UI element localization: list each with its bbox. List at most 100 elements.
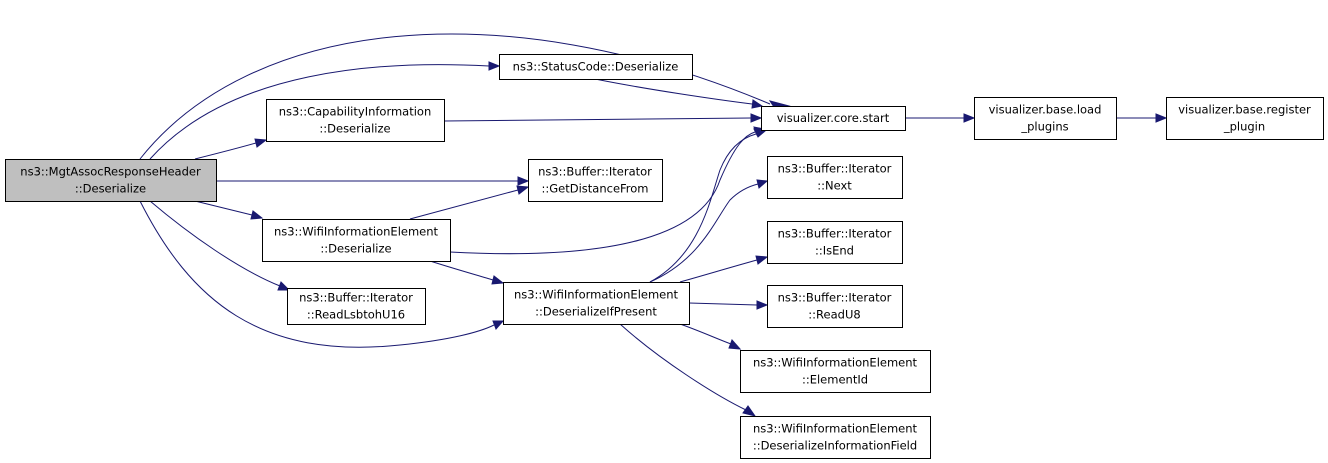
edge-ifpresent-to-deserinfo [619,323,757,417]
node-box[interactable] [974,97,1117,140]
node-label: ns3::Buffer::Iterator [778,162,892,176]
node-label: _plugins [1020,120,1068,134]
node-label: ns3::StatusCode::Deserialize [513,60,679,74]
edge-line [149,200,281,287]
node-regplugin[interactable]: visualizer.base.register_plugin [1166,97,1324,140]
node-wifideser[interactable]: ns3::WifiInformationElement::Deserialize [262,219,451,262]
edge-root-to-readlsb [149,200,291,291]
node-vcstart[interactable]: visualizer.core.start [761,106,906,131]
edge-wifideser-to-getdist [409,185,530,220]
edge-ifpresent-to-next [649,179,769,283]
node-loadplugins[interactable]: visualizer.base.load _plugins [974,97,1117,140]
edge-line [149,64,490,160]
node-label: ns3::WifiInformationElement [753,422,918,436]
node-label: ::ReadLsbtohU16 [307,308,405,322]
edge-arrowhead [756,300,769,310]
edge-line [594,78,753,105]
node-label: ::GetDistanceFrom [541,182,648,196]
node-isend[interactable]: ns3::Buffer::Iterator::IsEnd [767,221,903,264]
edge-root-to-getdist [216,176,530,186]
node-label: ::Deserialize [320,242,391,256]
node-root[interactable]: ns3::MgtAssocResponseHeader::Deserialize [5,159,217,202]
nodes-layer: ns3::MgtAssocResponseHeader::Deserialize… [5,54,1324,459]
edge-arrowhead [254,138,268,148]
node-capinfo[interactable]: ns3::CapabilityInformation::Deserialize [266,99,445,142]
node-label: visualizer.base.register [1178,103,1311,117]
node-label: visualizer.base.load [989,103,1102,117]
node-ifpresent[interactable]: ns3::WifiInformationElement::Deserialize… [503,282,690,325]
node-label: ::IsEnd [815,244,854,258]
edge-root-to-wifideser [194,200,264,220]
node-getdist[interactable]: ns3::Buffer::Iterator::GetDistanceFrom [528,159,663,202]
edge-ifpresent-to-readu8 [688,300,769,310]
edge-arrowhead [492,320,505,330]
node-label: ns3::Buffer::Iterator [778,291,892,305]
edge-ifpresent-to-vcstart [649,128,767,283]
node-deserinfo[interactable]: ns3::WifiInformationElement::Deserialize… [740,416,931,459]
edge-line [409,189,519,220]
node-box[interactable] [287,288,426,325]
node-box[interactable] [528,159,663,202]
node-label: ::Next [817,179,852,193]
node-status[interactable]: ns3::StatusCode::Deserialize [499,54,693,80]
node-box[interactable] [503,282,690,325]
node-box[interactable] [767,285,903,328]
edge-line [649,183,759,283]
node-label: ns3::Buffer::Iterator [778,227,892,241]
edge-root-to-ifpresent [139,200,505,348]
edge-arrowhead [751,99,764,109]
node-label: ::ReadU8 [808,308,860,322]
edge-line [679,323,732,345]
node-readlsb[interactable]: ns3::Buffer::Iterator::ReadLsbtohU16 [287,288,426,325]
node-elemid[interactable]: ns3::WifiInformationElement::ElementId [740,350,931,393]
edge-arrowhead [750,113,763,123]
edge-status-to-vcstart [594,78,764,109]
edge-line [443,117,752,122]
edge-arrowhead [516,185,530,195]
edges-layer [139,33,1168,417]
edge-root-to-vcstart [139,33,791,160]
edge-line [688,302,758,306]
node-box[interactable] [767,156,903,199]
node-label: ns3::Buffer::Iterator [538,165,652,179]
node-label: ::DeserializeIfPresent [535,305,657,319]
node-box[interactable] [761,106,906,131]
node-next[interactable]: ns3::Buffer::Iterator::Next [767,156,903,199]
edge-line [619,323,747,411]
edge-arrowhead [488,61,501,71]
edge-arrowhead [756,179,769,189]
edge-arrowhead [1155,113,1168,123]
edge-arrowhead [277,281,291,291]
node-label: ns3::WifiInformationElement [514,288,679,302]
node-box[interactable] [5,159,217,202]
node-label: ns3::WifiInformationElement [274,225,439,239]
node-box[interactable] [767,221,903,264]
edge-arrowhead [728,339,742,350]
edge-line [679,259,758,283]
node-label: ::Deserialize [75,182,146,196]
edge-ifpresent-to-elemid [679,323,742,350]
edge-arrowhead [742,405,757,417]
edge-line [429,260,494,281]
edge-line [649,133,757,283]
node-box[interactable] [740,416,931,459]
node-box[interactable] [499,54,693,80]
node-label: ns3::MgtAssocResponseHeader [20,165,201,179]
node-box[interactable] [740,350,931,393]
edge-capinfo-to-vcstart [443,113,763,123]
node-box[interactable] [266,99,445,142]
node-box[interactable] [262,219,451,262]
edge-arrowhead [250,210,264,220]
node-label: visualizer.core.start [777,111,890,125]
edge-arrowhead [517,176,530,186]
node-box[interactable] [1166,97,1324,140]
node-readu8[interactable]: ns3::Buffer::Iterator::ReadU8 [767,285,903,328]
node-label: ::Deserialize [319,122,390,136]
edge-line [449,131,756,255]
edge-vcstart-to-loadplugins [905,113,976,123]
edge-loadplugins-to-regplugin [1116,113,1168,123]
edge-line [194,142,257,160]
edge-arrowhead [963,113,976,123]
edge-root-to-capinfo [194,138,268,160]
